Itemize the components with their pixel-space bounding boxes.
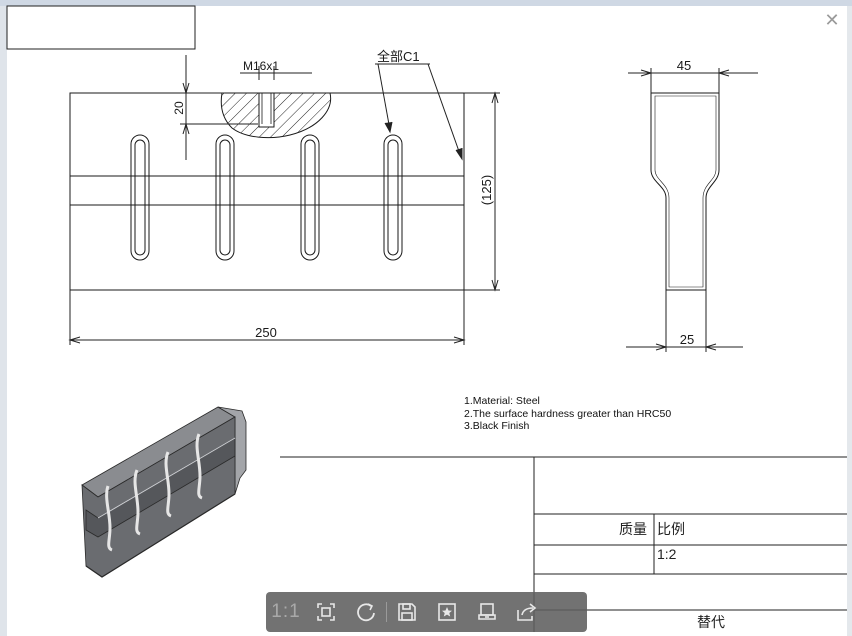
mass-label: 质量 bbox=[619, 521, 647, 537]
dim-top-width bbox=[628, 68, 758, 93]
note-hardness: 2.The surface hardness greater than HRC5… bbox=[464, 408, 672, 420]
replace-label: 替代 bbox=[697, 614, 725, 630]
dim-thread-text: M16x1 bbox=[243, 59, 279, 73]
dim-height bbox=[464, 91, 500, 292]
share-button[interactable] bbox=[507, 592, 547, 632]
isometric-view bbox=[81, 406, 247, 578]
side-view bbox=[650, 92, 720, 291]
header-box bbox=[6, 5, 196, 50]
close-button[interactable]: ✕ bbox=[822, 10, 842, 30]
slot-2 bbox=[215, 134, 235, 261]
dim-length-text: 250 bbox=[255, 325, 277, 340]
chamfer-text: 全部C1 bbox=[377, 49, 420, 64]
dim-length bbox=[68, 290, 466, 345]
print-button[interactable] bbox=[467, 592, 507, 632]
star-icon bbox=[438, 603, 456, 621]
front-view bbox=[69, 92, 465, 291]
threaded-hole bbox=[258, 92, 275, 128]
dim-top-width-text: 45 bbox=[677, 58, 691, 73]
chamfer-leader bbox=[375, 63, 463, 161]
share-icon bbox=[517, 603, 537, 621]
actual-size-label: 1:1 bbox=[271, 601, 301, 622]
window-top-strip bbox=[0, 0, 852, 6]
section-detail bbox=[220, 92, 332, 139]
rotate-icon bbox=[357, 603, 375, 622]
note-material: 1.Material: Steel bbox=[464, 395, 540, 407]
slot-4 bbox=[383, 134, 403, 261]
slot-1 bbox=[130, 134, 150, 261]
note-finish: 3.Black Finish bbox=[464, 420, 530, 432]
save-button[interactable] bbox=[387, 592, 427, 632]
rotate-button[interactable] bbox=[346, 592, 386, 632]
print-icon bbox=[478, 603, 496, 620]
scale-label: 比例 bbox=[657, 521, 685, 537]
dim-hole-depth-text: 20 bbox=[172, 101, 186, 115]
favorite-button[interactable] bbox=[427, 592, 467, 632]
dim-hole-depth bbox=[180, 55, 258, 160]
dim-thread bbox=[240, 66, 312, 80]
toolbar-separator bbox=[386, 602, 387, 622]
save-icon bbox=[398, 603, 416, 621]
close-icon: ✕ bbox=[824, 10, 840, 30]
scale-value: 1:2 bbox=[657, 546, 677, 562]
fit-window-icon bbox=[317, 603, 335, 621]
fit-window-button[interactable] bbox=[306, 592, 346, 632]
window-right-strip bbox=[847, 6, 852, 636]
actual-size-button[interactable]: 1:1 bbox=[266, 592, 306, 632]
window-left-strip bbox=[0, 6, 7, 636]
viewer-toolbar: 1:1 bbox=[266, 592, 587, 632]
dim-height-text: (125) bbox=[479, 175, 494, 205]
dim-bottom-width bbox=[626, 290, 743, 352]
dim-bottom-width-text: 25 bbox=[680, 332, 694, 347]
slot-3 bbox=[300, 134, 320, 261]
